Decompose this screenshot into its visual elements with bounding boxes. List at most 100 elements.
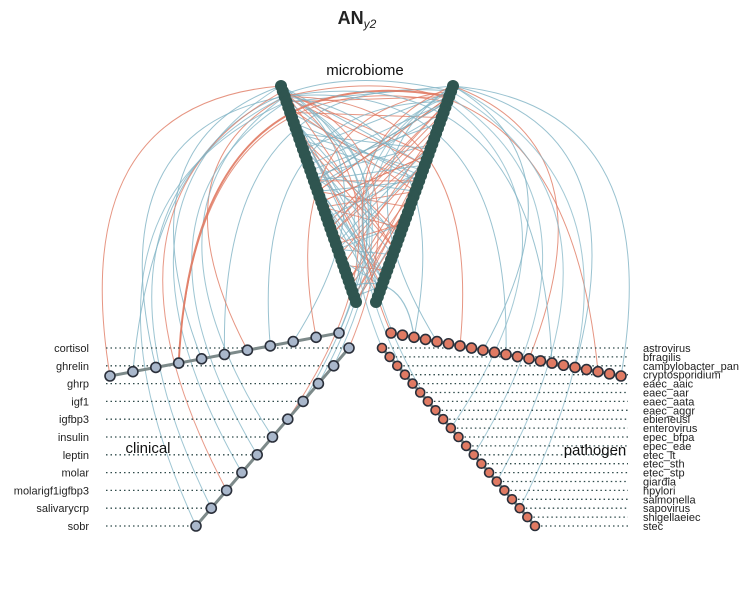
pathogen-node (615, 370, 627, 382)
title-main: AN (338, 8, 364, 28)
clinical-node (281, 413, 294, 426)
clinical-node (205, 502, 218, 515)
network-edge (297, 132, 431, 150)
pathogen-label: eaec_aggr (643, 405, 695, 417)
clinical-node (241, 344, 254, 357)
clinical-label: ghrp (67, 379, 89, 391)
network-edge (284, 94, 507, 355)
pathogen-node (522, 511, 533, 523)
clinical-nodes (104, 327, 355, 532)
clinical-label: salivarycrp (36, 503, 89, 515)
clinical-node (312, 377, 325, 390)
pathogen-label: enterovirus (643, 423, 698, 435)
leader-lines (106, 347, 628, 527)
pathogen-node (414, 387, 426, 398)
network-edge (289, 111, 420, 182)
network-edge (307, 90, 452, 338)
pathogen-label: epec_eae (643, 441, 691, 453)
pathogen-node (491, 476, 503, 487)
pathogen-node (419, 333, 432, 346)
network-edge (328, 101, 448, 224)
clinical-label: igf1 (71, 396, 89, 408)
clinical-label: sobr (68, 521, 90, 533)
pathogen-node (499, 485, 510, 496)
network-edge (284, 90, 553, 364)
clinical-node (104, 370, 116, 382)
pathogen-node (514, 502, 526, 514)
network-edge (201, 96, 285, 438)
pathogen-label: etec_stp (643, 468, 685, 480)
pathogen-label: eaec_aar (643, 388, 689, 400)
clinical-label: igfbp3 (59, 414, 89, 426)
pathogen-node (442, 337, 455, 350)
microbiome-node (350, 296, 362, 308)
clinical-node (343, 342, 355, 354)
pathogen-label: giardia (643, 477, 677, 489)
network-edge (452, 85, 585, 509)
network-edge (284, 96, 373, 367)
network-edge (207, 96, 285, 351)
network-edge (280, 85, 426, 166)
pathogen-node (557, 359, 570, 372)
diagram-title: ANy2 (338, 8, 377, 31)
network-edge (286, 96, 450, 103)
network-edge (337, 159, 428, 250)
pathogen-node (384, 351, 395, 363)
pathogen-label: cryptosporidium (643, 370, 721, 382)
title-subscript: y2 (363, 17, 377, 31)
pathogen-label: shigellaeiec (643, 512, 701, 524)
clinical-node (150, 361, 162, 374)
edge-layer (101, 80, 630, 527)
pathogen-node (454, 340, 466, 352)
pathogen-node (546, 357, 558, 369)
pathogen-node (523, 352, 535, 365)
clinical-node (327, 359, 340, 372)
pathogen-node (408, 331, 420, 344)
clinical-label: insulin (58, 432, 89, 444)
pathogen-node (431, 335, 443, 348)
network-edge (331, 122, 441, 234)
clinical-node (190, 520, 202, 532)
network-edge (450, 90, 564, 482)
pathogen-node (445, 422, 457, 434)
clinical-node (195, 352, 208, 365)
network-edge (282, 90, 429, 155)
clinical-node (218, 348, 231, 361)
network-edge (280, 85, 346, 342)
clinical-label: cortisol (54, 343, 89, 355)
network-edge (353, 96, 450, 349)
microbiome-node (370, 296, 382, 308)
clinical-node (266, 431, 279, 443)
group-label-microbiome: microbiome (326, 62, 404, 79)
pathogen-node (422, 396, 434, 407)
clinical-label: molarigf1igfbp3 (14, 485, 89, 497)
group-label-pathogen: pathogen (564, 442, 627, 459)
network-edge (177, 89, 450, 364)
pathogen-node (534, 355, 547, 367)
network-edge (141, 96, 285, 368)
network-edge (335, 222, 405, 245)
pathogen-nodes (376, 327, 627, 532)
network-edge (310, 122, 441, 171)
pathogen-label: salmonella (643, 494, 696, 506)
pathogen-node (506, 493, 518, 505)
network-edge (191, 101, 287, 456)
pathogen-node (511, 350, 524, 363)
pathogen-label: eaec_aata (643, 396, 695, 408)
clinical-label: ghrelin (56, 361, 89, 373)
network-edge (282, 90, 360, 420)
pathogen-node (430, 404, 441, 416)
network-edge (448, 96, 544, 456)
pathogen-node (477, 344, 489, 357)
pathogen-node (476, 458, 487, 470)
pathogen-node (488, 346, 501, 359)
clinical-node (333, 327, 345, 339)
network-edge (284, 96, 424, 338)
pathogen-node (437, 413, 449, 425)
clinical-node (172, 357, 185, 369)
pathogen-label: bfragilis (643, 352, 681, 364)
network-edge (452, 85, 529, 351)
microbiome-nodes (275, 80, 459, 308)
network-edge (101, 85, 282, 377)
network-edge (368, 85, 454, 402)
